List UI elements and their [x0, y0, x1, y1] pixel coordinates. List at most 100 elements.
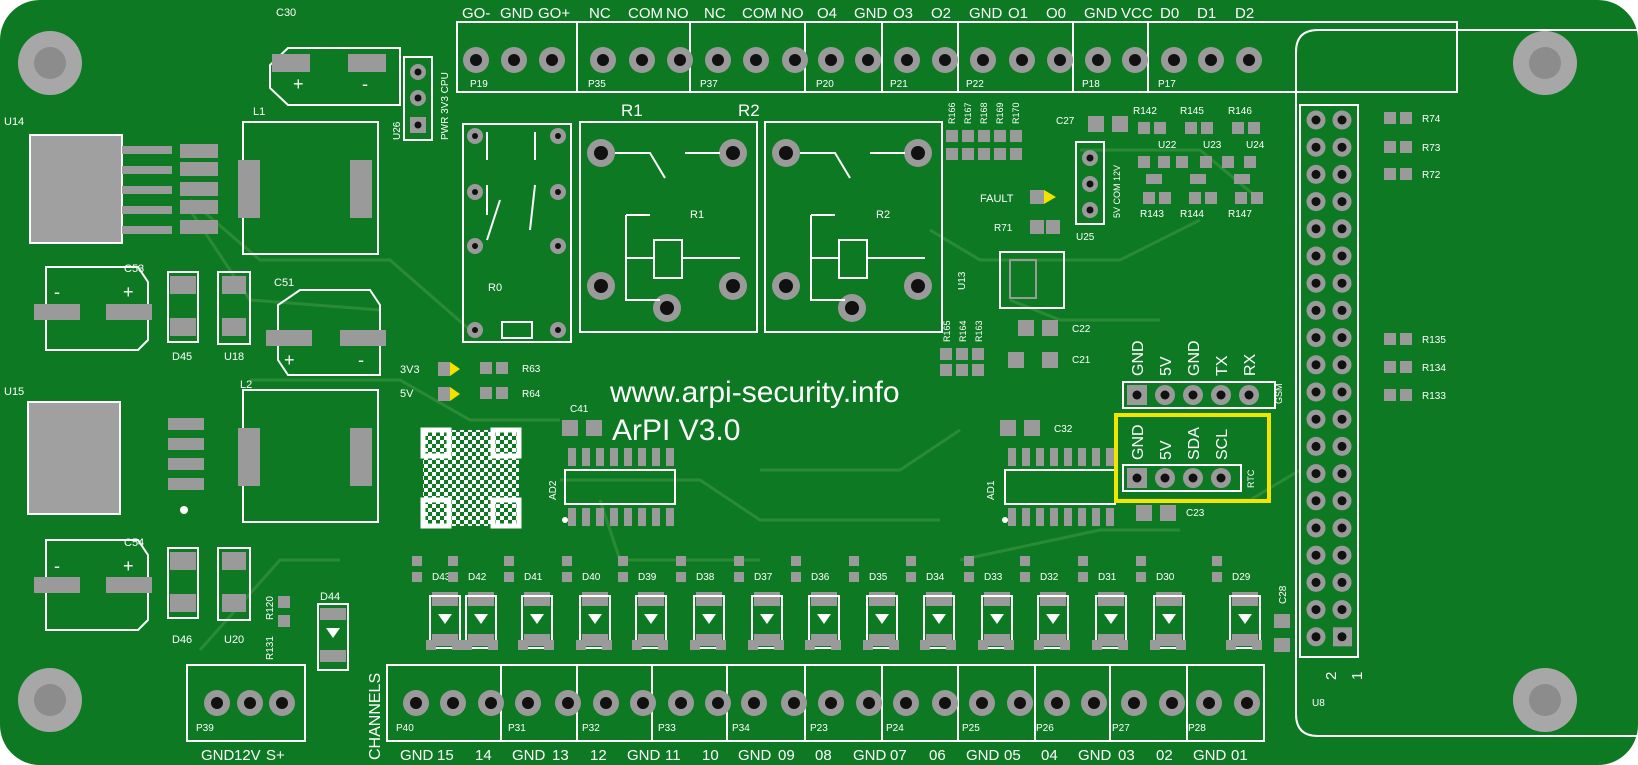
bottom-pin-label: GND — [1193, 747, 1227, 764]
bottom-pin-label: GND — [512, 747, 546, 764]
ref-r166: R166 — [947, 102, 957, 124]
top-terminal-p18-1 — [1122, 47, 1148, 73]
diode-d29: D29 — [1212, 556, 1262, 650]
ref-d44: D44 — [320, 591, 340, 603]
rtc-pin-label: SDA — [1186, 427, 1203, 460]
bottom-terminal-p34-1 — [781, 690, 807, 716]
bottom-terminal-p25-1 — [1007, 690, 1033, 716]
ref-r74: R74 — [1422, 114, 1441, 125]
mounting-holes — [18, 31, 1577, 732]
svg-text:-: - — [358, 350, 364, 370]
bottom-pin-label: 11 — [665, 747, 681, 764]
diode-d38: D38 — [676, 556, 726, 650]
connector-ref-p27: P27 — [1112, 723, 1130, 734]
ref-c51: C51 — [274, 277, 294, 289]
bottom-terminal-p32-0 — [593, 690, 619, 716]
top-pin-label: GND — [854, 5, 888, 22]
bottom-terminal-p26-1 — [1081, 690, 1107, 716]
diode-label: D41 — [524, 572, 543, 583]
diode-d42: D42 — [448, 556, 498, 650]
connector-ref-p19: P19 — [470, 79, 488, 90]
bottom-pin-label: 14 — [475, 747, 492, 764]
ref-r135: R135 — [1422, 335, 1446, 346]
top-pin-label: D1 — [1197, 5, 1216, 22]
gsm-pin-label: GND — [1130, 340, 1147, 376]
fault-led-label: FAULT — [980, 193, 1014, 205]
connector-ref-p37: P37 — [700, 79, 718, 90]
bottom-pin-label: GND — [738, 747, 772, 764]
ref-u14: U14 — [4, 116, 24, 128]
diode-d31: D31 — [1078, 556, 1128, 650]
rtc-label: RTC — [1246, 469, 1256, 488]
diode-d43: D43 — [412, 556, 462, 650]
bottom-terminal-p31-1 — [555, 690, 581, 716]
relay-area: R0 R1 R1 R2 R2 — [462, 101, 943, 343]
diode-d39: D39 — [618, 556, 668, 650]
website-text: www.arpi-security.info — [609, 376, 900, 409]
diode-label: D39 — [638, 572, 657, 583]
top-terminal-p35-0 — [590, 47, 616, 73]
gsm-pin-label: GND — [1186, 340, 1203, 376]
top-terminal-p35-1 — [629, 47, 655, 73]
connector-ref-p22: P22 — [966, 79, 984, 90]
bottom-pin-label: 02 — [1156, 747, 1173, 764]
diode-label: D32 — [1040, 572, 1059, 583]
bottom-pin-label: GND — [400, 747, 434, 764]
bottom-pin-label: 10 — [702, 747, 719, 764]
ref-u22: U22 — [1158, 140, 1177, 151]
rtc-pin-label: 5V — [1158, 440, 1175, 460]
top-pin-label: NO — [666, 5, 689, 22]
power-section: + - C30 PWR 3V3 CPU U26 U14 L1 - + — [4, 7, 451, 671]
svg-text:+: + — [284, 350, 295, 370]
pin-2-label: 2 — [1323, 672, 1340, 680]
top-pin-label: O3 — [893, 5, 913, 22]
ref-c22: C22 — [1072, 324, 1091, 335]
bottom-pin-label: 06 — [929, 747, 946, 764]
diode-d37: D37 — [734, 556, 784, 650]
top-pin-label: O1 — [1008, 5, 1028, 22]
ref-r168: R168 — [979, 102, 989, 124]
pin-1-label: 1 — [1349, 672, 1366, 680]
diode-d30: D30 — [1136, 556, 1186, 650]
ref-r164: R164 — [958, 320, 968, 342]
bottom-terminal-p23-0 — [818, 690, 844, 716]
ref-r72: R72 — [1422, 170, 1441, 181]
relay-r2-top-label: R2 — [738, 101, 760, 120]
ref-c27: C27 — [1056, 116, 1075, 127]
top-pin-label: NO — [781, 5, 804, 22]
top-pin-label: NC — [589, 5, 611, 22]
svg-text:-: - — [54, 556, 60, 576]
top-terminal-p19-1 — [501, 47, 527, 73]
ref-u13: U13 — [957, 271, 968, 290]
bottom-terminal-p27-1 — [1159, 690, 1185, 716]
ref-r1: R1 — [690, 209, 704, 221]
top-pin-label: COM — [628, 5, 663, 22]
svg-text:-: - — [362, 74, 368, 94]
top-terminal-p22-0 — [970, 47, 996, 73]
ref-c53: C53 — [124, 263, 144, 275]
top-terminal-p37-2 — [782, 47, 808, 73]
ref-ad2: AD2 — [548, 480, 559, 500]
ref-u20: U20 — [224, 634, 244, 646]
c28-capacitor: C28 — [1274, 585, 1290, 652]
top-terminal-p37-0 — [705, 47, 731, 73]
bottom-pin-label: 12 — [590, 747, 607, 764]
qr-code — [423, 430, 519, 526]
bottom-terminal-p33-1 — [705, 690, 731, 716]
ref-c30: C30 — [276, 7, 296, 19]
bottom-terminal-p25-0 — [969, 690, 995, 716]
ref-r143: R143 — [1140, 209, 1164, 220]
diode-d34: D34 — [906, 556, 956, 650]
ref-r145: R145 — [1180, 106, 1204, 117]
top-terminal-p21-1 — [932, 47, 958, 73]
top-pin-label: O4 — [817, 5, 837, 22]
ref-r73: R73 — [1422, 143, 1441, 154]
version-text: ArPI V3.0 — [612, 414, 740, 447]
bottom-terminal-p23-1 — [856, 690, 882, 716]
ref-c41: C41 — [570, 404, 589, 415]
diode-label: D33 — [984, 572, 1003, 583]
ref-ad1: AD1 — [986, 480, 997, 500]
diode-d33: D33 — [964, 556, 1014, 650]
